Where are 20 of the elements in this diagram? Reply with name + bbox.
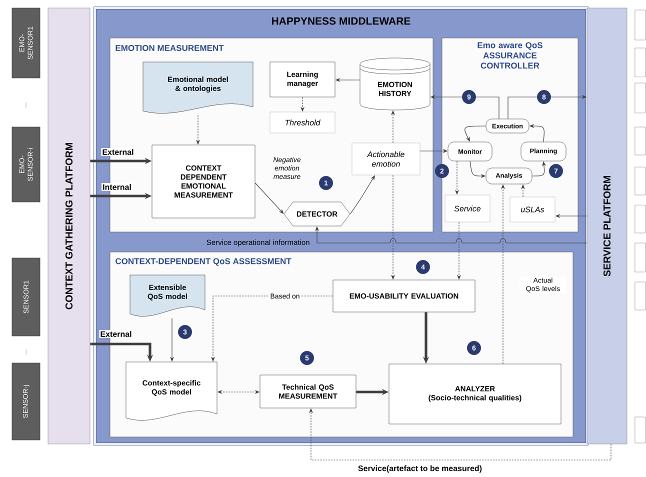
edge-label: External [101,148,135,156]
data-box: Service [444,194,490,222]
empty-box [634,126,646,156]
edge-label: Internal [102,183,132,191]
empty-box [634,204,646,234]
platform-band: CONTEXT GATHERING PLATFORM [48,8,90,444]
edge-label: External [99,330,133,338]
edge-label: Service(artefact to be measured) [356,464,484,474]
empty-box [634,82,646,114]
data-box: uSLAs [510,196,556,222]
empty-box [634,10,646,40]
arrow [254,182,284,214]
data-box: Threshold [270,112,336,134]
empty-box [634,242,646,272]
empty-box [634,166,646,196]
empty-box [634,282,646,310]
empty-box [634,416,646,444]
platform-band: SERVICE PLATFORM [586,8,628,444]
data-box: Actionable emotion [352,142,420,176]
empty-box [634,48,646,78]
